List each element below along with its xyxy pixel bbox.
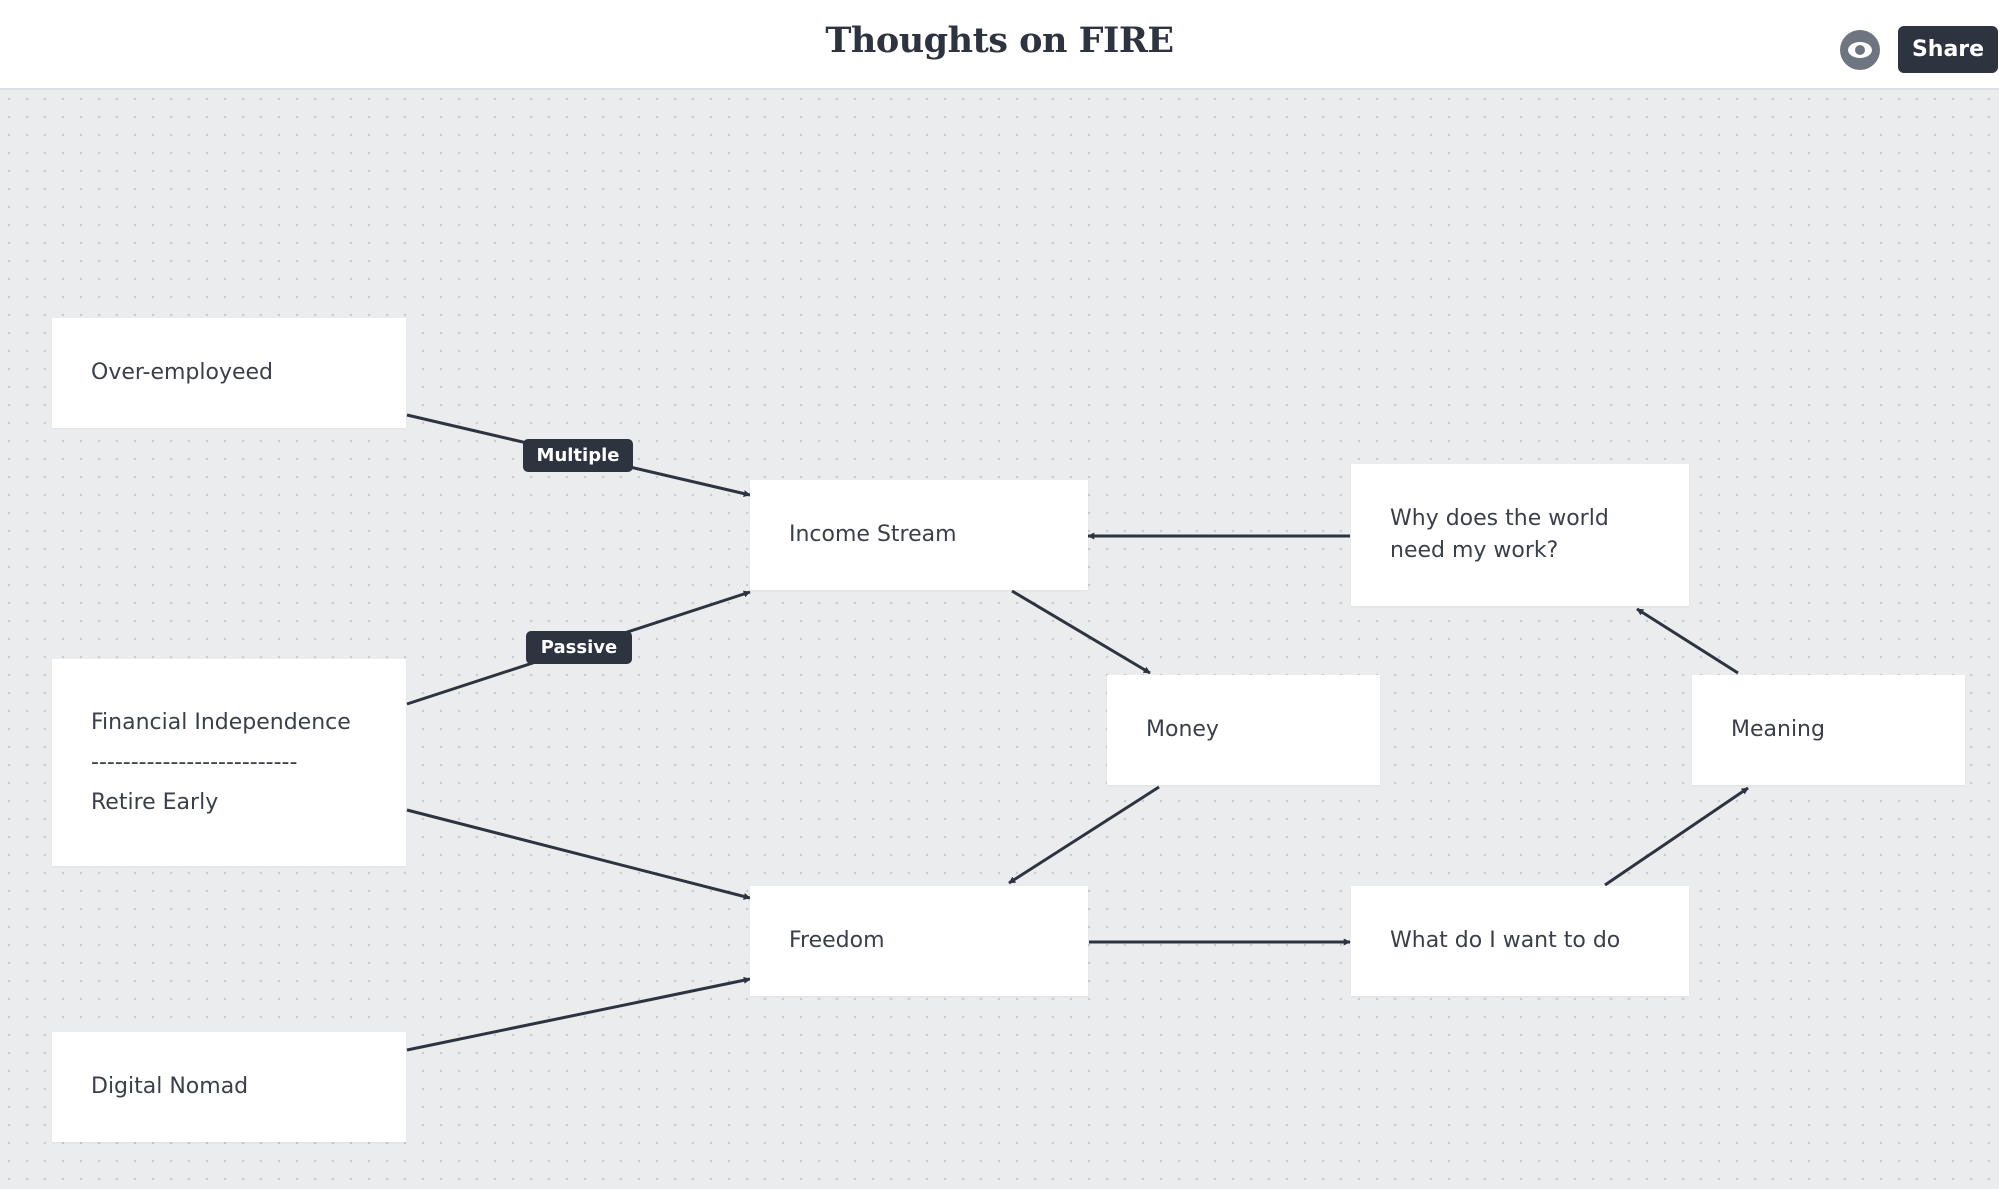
node-freedom[interactable]: Freedom [750, 886, 1088, 996]
node-label: Meaning [1731, 717, 1825, 742]
node-what-do-i-want[interactable]: What do I want to do [1351, 886, 1689, 996]
node-income-stream[interactable]: Income Stream [750, 480, 1088, 590]
top-bar: Thoughts on FIRE Share [0, 0, 1999, 90]
node-fire-definition[interactable]: Financial Independence -----------------… [52, 659, 406, 866]
edge-label-passive[interactable]: Passive [526, 631, 632, 664]
node-money[interactable]: Money [1107, 675, 1380, 785]
node-meaning[interactable]: Meaning [1692, 675, 1965, 785]
node-label: Digital Nomad [91, 1074, 249, 1099]
node-label: Money [1146, 717, 1219, 742]
node-label-line1: Why does the world [1390, 506, 1609, 531]
edge-money-to-freedom[interactable] [1008, 785, 1160, 885]
edge-what-to-meaning[interactable] [1604, 786, 1749, 887]
node-why-world-needs-work[interactable]: Why does the world need my work? [1351, 464, 1689, 606]
board-title[interactable]: Thoughts on FIRE [825, 20, 1174, 61]
share-button[interactable]: Share [1898, 26, 1998, 73]
node-label-financial-independence: Financial Independence [91, 709, 351, 735]
eye-icon [1848, 42, 1872, 58]
edge-re-to-freedom[interactable] [406, 808, 751, 900]
edge-income-to-money[interactable] [1011, 589, 1151, 675]
edge-label-multiple[interactable]: Multiple [523, 439, 633, 472]
node-digital-nomad[interactable]: Digital Nomad [52, 1032, 406, 1142]
node-label: Over-employeed [91, 360, 274, 385]
node-label: What do I want to do [1390, 928, 1621, 953]
node-label: Income Stream [789, 522, 957, 547]
edge-meaning-to-why[interactable] [1636, 607, 1739, 675]
whiteboard-canvas[interactable] [0, 90, 1999, 1189]
node-over-employed[interactable]: Over-employeed [52, 318, 406, 428]
edge-nomad-to-freedom[interactable] [406, 976, 751, 1052]
node-label-retire-early: Retire Early [91, 789, 219, 815]
node-divider: -------------------------- [91, 749, 298, 775]
node-label-line2: need my work? [1390, 538, 1559, 563]
node-label: Freedom [789, 928, 885, 953]
preview-button[interactable] [1840, 30, 1880, 70]
